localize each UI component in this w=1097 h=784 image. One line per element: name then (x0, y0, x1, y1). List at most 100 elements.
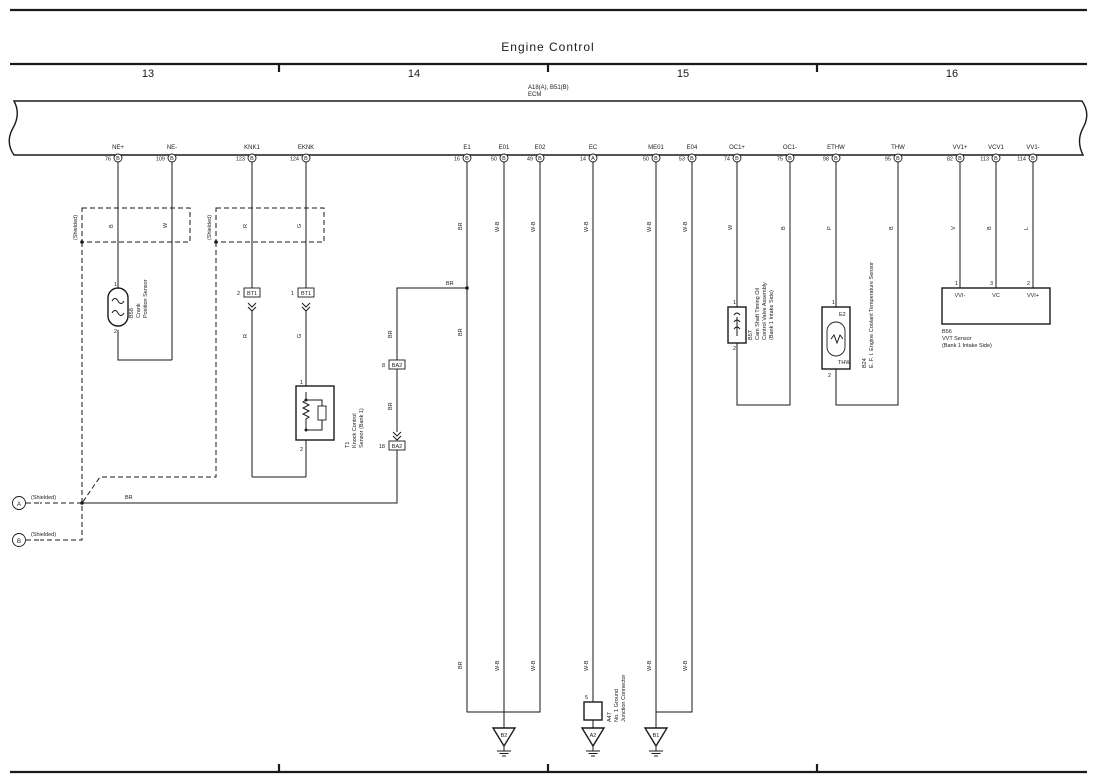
pin-name-NE-: NE- (167, 145, 177, 151)
wire-color: BR (446, 281, 454, 287)
wire-color: B (781, 226, 787, 230)
shielded-label: (Shielded) (73, 215, 79, 240)
wire-color: BR (388, 402, 394, 410)
pin-name-EKNK: EKNK (298, 145, 314, 151)
component-name-b24: E. F. I. Engine Coolant Temperature Sens… (869, 262, 875, 368)
component-name-b57: (Bank 1 Intake Side) (769, 290, 775, 340)
shield-box (81, 207, 191, 243)
connector-bt1-label: BT1 (301, 291, 311, 297)
wire-color: W-B (495, 660, 501, 671)
pin-name-NE+: NE+ (112, 145, 124, 151)
pin-label: 1 (832, 300, 835, 306)
wire-color: BR (458, 222, 464, 230)
pin-connector-letter: B (654, 156, 658, 162)
wire (466, 162, 504, 713)
pin-number: 123 (236, 157, 245, 163)
wire (835, 162, 899, 406)
pin-connector-letter: B (896, 156, 900, 162)
connector-arrow-icon (392, 431, 402, 441)
connector-bt1-label: BT1 (247, 291, 257, 297)
component-name-b57: Control Valve Assembly (762, 282, 768, 340)
wire-color: W-B (584, 221, 590, 232)
pin-label: 1 (291, 291, 294, 297)
connector-arrow-icon (247, 302, 257, 312)
pin-connector-letter: B (958, 156, 962, 162)
shield-drain (81, 242, 217, 504)
junction-dot (214, 240, 218, 244)
coil-icon (733, 312, 741, 336)
wire-color: W-B (683, 221, 689, 232)
wire-color: V (951, 226, 957, 230)
pin-connector-letter: B (834, 156, 838, 162)
section-13: 13 (142, 68, 154, 80)
pin-number: 113 (980, 157, 989, 163)
diagram-title: Engine Control (501, 40, 594, 54)
pin-number: 49 (527, 157, 533, 163)
ecm-label-connectors: A18(A), B51(B) (528, 85, 569, 91)
pin-label: 2 (1027, 281, 1030, 287)
wire (656, 162, 693, 713)
pin-connector-letter: B (690, 156, 694, 162)
component-name-a47: No. 1 Ground (614, 689, 620, 722)
pin-name-EC: EC (589, 145, 598, 151)
shielded-label: (Shielded) (31, 532, 56, 538)
pin-label: 1 (955, 281, 958, 287)
pin-name-ME01: ME01 (648, 145, 664, 151)
junction-dot (304, 398, 308, 402)
shielded-label: (Shielded) (207, 215, 213, 240)
pin-name-VV1+: VV1+ (953, 145, 968, 151)
wire-color: W-B (531, 221, 537, 232)
wire-color: R (243, 334, 249, 338)
pin-number: 82 (947, 157, 953, 163)
component-id-t1: T1 (345, 442, 351, 448)
connector-bt1 (297, 287, 315, 298)
connector-ba2 (388, 440, 406, 451)
ground-b2-label: B2 (501, 733, 508, 739)
pin-connector-letter: A (591, 156, 595, 162)
terminal-label: VVI- (955, 293, 966, 299)
pin-label: 3 (990, 281, 993, 287)
pin-connector-letter: B (116, 156, 120, 162)
pin-connector-letter: B (502, 156, 506, 162)
pin-connector-letter: B (170, 156, 174, 162)
ground-b2-symbol (491, 727, 517, 748)
terminal-label: THW (838, 360, 851, 366)
wire-color: L (1024, 227, 1030, 230)
component-name-a47: Junction Connector (621, 674, 627, 722)
wire-color: W-B (683, 660, 689, 671)
ground-b1-symbol (643, 727, 669, 748)
wire-color: W-B (495, 221, 501, 232)
pin-label: 2 (733, 346, 736, 352)
pin-number: 50 (491, 157, 497, 163)
component-id-b24: B24 (862, 358, 868, 368)
component-name-b56: VVT Sensor (942, 336, 972, 342)
ground-a2-symbol (580, 727, 606, 748)
wire (82, 450, 398, 504)
junction-dot (304, 428, 308, 432)
reference-b (12, 533, 26, 547)
connector-arrow-icon (301, 302, 311, 312)
pin-label: 2 (237, 291, 240, 297)
wire-color: W-B (647, 660, 653, 671)
component-name-t1: Sensor (Bank 1) (359, 408, 365, 448)
pin-label: 18 (379, 444, 385, 450)
wire-color: R (243, 224, 249, 228)
pin-number: 109 (156, 157, 165, 163)
wire-color: BR (388, 330, 394, 338)
component-id-a47: A47 (607, 712, 613, 722)
wire-color: G (297, 224, 303, 228)
b58-sensor-body (107, 287, 129, 327)
pin-number: 74 (724, 157, 730, 163)
pin-label: 1 (114, 282, 117, 288)
component-name-b58: Position Sensor (143, 279, 149, 318)
coil-icon (111, 298, 125, 316)
wire-color: W-B (584, 660, 590, 671)
section-16: 16 (946, 68, 958, 80)
junction-dot (80, 240, 84, 244)
component-name-b56: (Bank 1 Intake Side) (942, 343, 992, 349)
pin-name-E01: E01 (499, 145, 510, 151)
pin-name-VV1-: VV1- (1026, 145, 1039, 151)
connector-ba2-label: BA2 (392, 363, 402, 369)
